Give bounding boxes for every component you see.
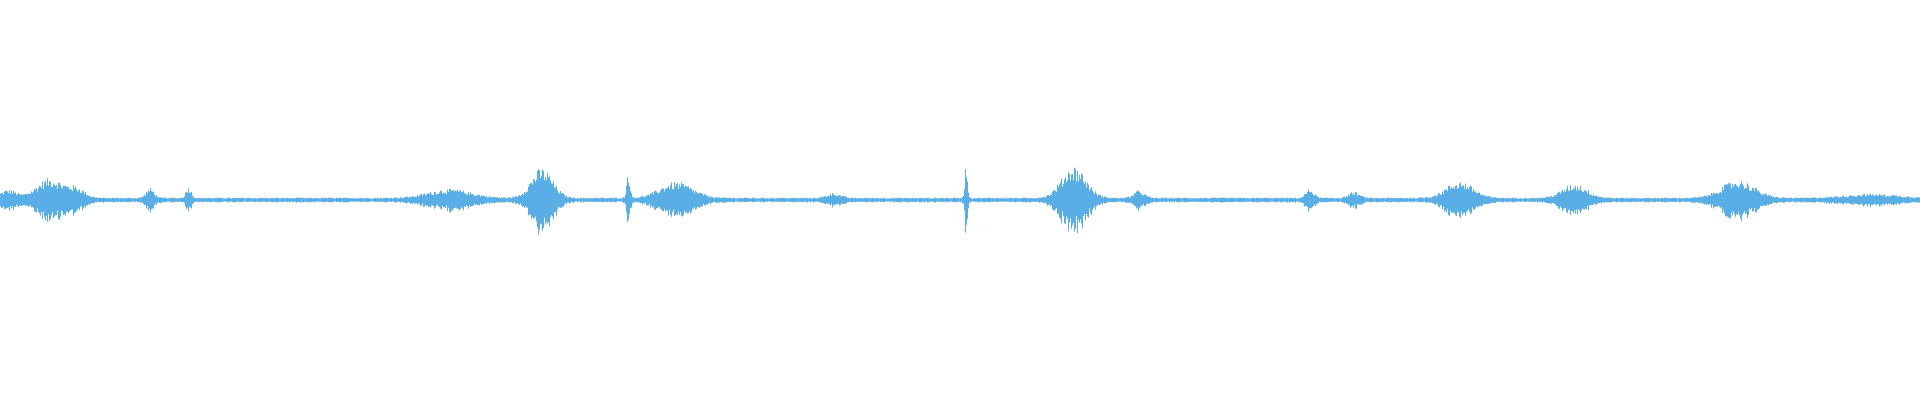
waveform-trace xyxy=(0,167,1920,235)
